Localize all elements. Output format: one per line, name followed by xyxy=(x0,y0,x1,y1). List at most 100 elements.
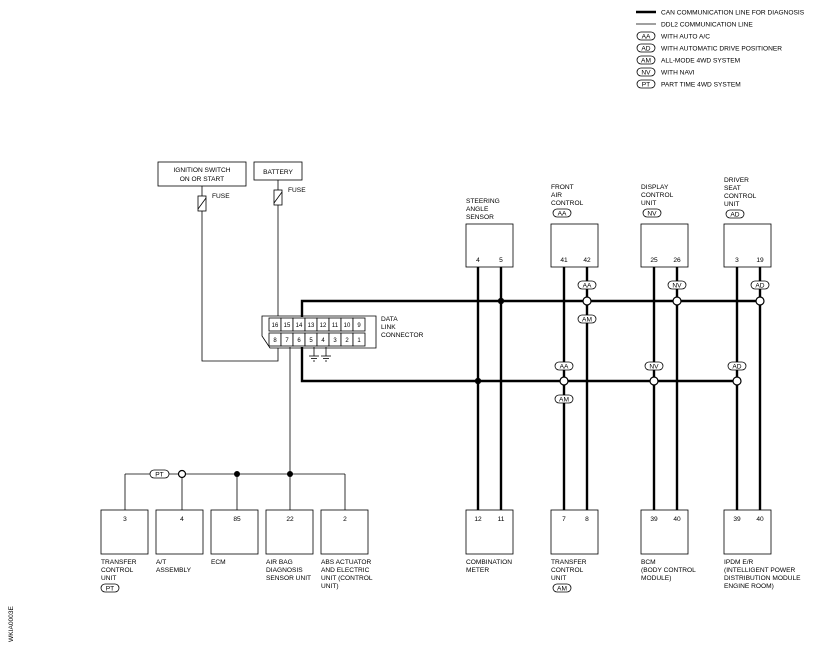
driver-seat-control-unit-option: AD xyxy=(730,211,739,218)
transfer-control-unit-pt-label-2: CONTROL xyxy=(101,567,134,574)
bcm-pin: 40 xyxy=(673,516,681,523)
transfer-control-unit-am-label-2: CONTROL xyxy=(551,567,584,574)
dlc-pin-number: 9 xyxy=(357,323,361,329)
legend-code-pt: PT xyxy=(642,81,650,88)
transfer-control-unit-am-pin: 8 xyxy=(585,516,589,523)
marker-upper-am: AM xyxy=(582,316,592,323)
transfer-control-unit-am-pin: 7 xyxy=(562,516,566,523)
display-control-unit-label-2: CONTROL xyxy=(641,192,674,199)
legend-text-aa: WITH AUTO A/C xyxy=(661,34,710,41)
can-bus xyxy=(300,267,765,510)
ddl2-bus: PT xyxy=(124,347,346,510)
ipdm-er-label-2: (INTELLIGENT POWER xyxy=(724,567,796,574)
marker-lower-ad: AD xyxy=(732,363,741,370)
display-control-unit-option: NV xyxy=(647,210,657,217)
bcm-box xyxy=(640,509,689,555)
marker-lower-am: AM xyxy=(559,396,569,403)
legend-text-nv: WITH NAVI xyxy=(661,70,695,77)
abs-actuator-box xyxy=(320,509,369,555)
marker-lower-ad-badge xyxy=(727,361,747,371)
front-air-control-label-1: FRONT xyxy=(551,184,574,191)
display-control-unit-pin: 25 xyxy=(650,257,658,264)
air-bag-diagnosis-sensor-unit-box xyxy=(265,509,314,555)
driver-seat-control-unit-pin: 19 xyxy=(756,257,764,264)
legend-code-nv-badge xyxy=(636,67,656,77)
dlc-pin-number: 15 xyxy=(284,323,291,329)
transfer-control-unit-pt-option: PT xyxy=(106,585,114,592)
marker-upper-aa-badge xyxy=(577,280,597,290)
display-control-unit-label-1: DISPLAY xyxy=(641,184,669,191)
driver-seat-control-unit-option-badge xyxy=(725,209,745,219)
splice-dot xyxy=(234,471,240,477)
bcm-label-1: BCM xyxy=(641,559,656,566)
dlc-label-line3: CONNECTOR xyxy=(381,332,424,339)
legend-ddl2-text: DDL2 COMMUNICATION LINE xyxy=(661,22,753,29)
steering-angle-sensor-pin: 5 xyxy=(499,257,503,264)
splice-ring xyxy=(649,376,659,386)
marker-upper-ad: AD xyxy=(755,282,764,289)
splice-dot xyxy=(474,377,482,385)
transfer-control-unit-pt-box xyxy=(100,509,149,555)
legend-code-pt-badge xyxy=(636,79,656,89)
front-air-control-pin: 42 xyxy=(583,257,591,264)
display-control-unit-pin: 26 xyxy=(673,257,681,264)
front-air-control-pin: 41 xyxy=(560,257,568,264)
dlc-pin-number: 2 xyxy=(345,338,349,344)
ddl2-marker-pt: PT xyxy=(155,471,163,478)
steering-angle-sensor-label-3: SENSOR xyxy=(466,214,494,221)
legend-code-aa: AA xyxy=(642,33,651,40)
dlc-pin-number: 3 xyxy=(333,338,337,344)
steering-angle-sensor-label-1: STEERING xyxy=(466,198,500,205)
abs-actuator-label-4: UNIT) xyxy=(321,583,339,590)
marker-lower-nv-badge xyxy=(644,361,664,371)
marker-upper-nv: NV xyxy=(672,282,682,289)
legend: CAN COMMUNICATION LINE FOR DIAGNOSIS DDL… xyxy=(636,10,805,89)
splice-dot xyxy=(287,471,293,477)
combination-meter-pin: 12 xyxy=(474,516,482,523)
combination-meter-box xyxy=(465,509,514,555)
bcm-pin: 39 xyxy=(650,516,658,523)
can-h-line xyxy=(300,347,737,383)
ignition-fuse-label: FUSE xyxy=(212,193,230,200)
ecm-pin: 85 xyxy=(233,516,241,523)
transfer-control-unit-pt-label-1: TRANSFER xyxy=(101,559,137,566)
combination-meter-label-2: METER xyxy=(466,567,489,574)
legend-code-ad: AD xyxy=(641,45,650,52)
marker-upper-ad-badge xyxy=(750,280,770,290)
transfer-control-unit-am-label-3: UNIT xyxy=(551,575,566,582)
dlc-pin-number: 4 xyxy=(321,338,325,344)
driver-seat-control-unit-box xyxy=(723,223,772,268)
ipdm-er-label-3: DISTRIBUTION MODULE xyxy=(724,575,801,582)
ipdm-er-pin: 40 xyxy=(756,516,764,523)
combination-meter-pin: 11 xyxy=(498,516,505,523)
transfer-control-unit-pt-label-3: UNIT xyxy=(101,575,116,582)
marker-upper-aa: AA xyxy=(583,282,592,289)
splice-ring xyxy=(582,296,592,306)
legend-code-ad-badge xyxy=(636,43,656,53)
battery-fuse-label: FUSE xyxy=(288,187,306,194)
driver-seat-control-unit-pin: 3 xyxy=(735,257,739,264)
splice-ring xyxy=(755,296,765,306)
ipdm-er-pin: 39 xyxy=(733,516,741,523)
legend-code-am: AM xyxy=(641,57,651,64)
abs-actuator-label-2: AND ELECTRIC xyxy=(321,567,370,574)
dlc-pin-cell xyxy=(352,332,366,347)
dlc-label-line1: DATA xyxy=(381,316,398,323)
ignition-switch-label: IGNITION SWITCH xyxy=(173,167,230,174)
can-option-markers: AA NV AD AM AA NV AD AM xyxy=(554,280,770,404)
driver-seat-control-unit-label-2: SEAT xyxy=(724,185,741,192)
dlc-pin-number: 1 xyxy=(357,338,361,344)
dlc-label-line2: LINK xyxy=(381,324,396,331)
abs-actuator-pin: 2 xyxy=(343,516,347,523)
splice-ring xyxy=(732,376,742,386)
ipdm-er-label-4: ENGINE ROOM) xyxy=(724,583,774,590)
ecm-box xyxy=(210,509,259,555)
combination-meter-label-1: COMBINATION xyxy=(466,559,512,566)
dlc-pin-number: 6 xyxy=(297,338,301,344)
front-air-control-option-badge xyxy=(552,208,572,218)
legend-text-ad: WITH AUTOMATIC DRIVE POSITIONER xyxy=(661,46,782,53)
marker-lower-am-badge xyxy=(554,394,574,404)
